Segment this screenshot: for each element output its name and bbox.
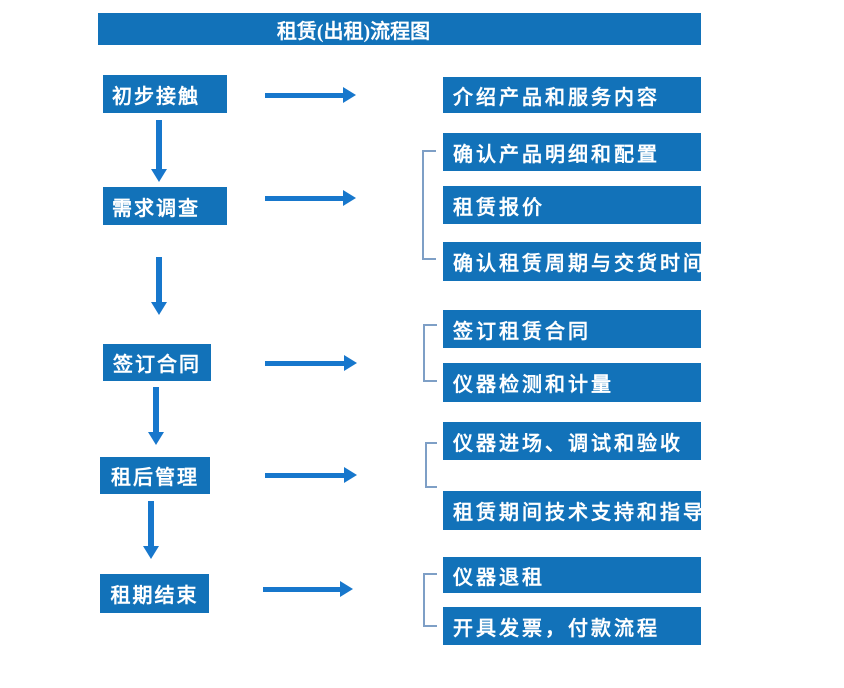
stage-label: 需求调查	[112, 197, 200, 220]
arrow-shaft	[265, 196, 343, 201]
stage-label: 签订合同	[113, 354, 201, 376]
output-box-rental-quotation: 租赁报价	[443, 186, 701, 224]
output-box-tech-support: 租赁期间技术支持和指导	[443, 491, 703, 530]
arrow-shaft	[156, 257, 162, 302]
stage-post-rental-management: 租后管理	[100, 457, 210, 494]
arrow-head	[344, 355, 357, 371]
arrow-head	[343, 190, 356, 206]
flowchart-title-bar: 租赁(出租)流程图	[98, 13, 701, 45]
arrow-shaft	[148, 501, 154, 546]
arrow-shaft	[265, 473, 344, 478]
output-label: 租赁报价	[453, 196, 545, 219]
output-label: 签订租赁合同	[453, 320, 591, 343]
arrow-shaft	[263, 587, 340, 592]
arrow-shaft	[265, 361, 344, 366]
output-label: 确认产品明细和配置	[453, 143, 660, 166]
output-box-instrument-inspection: 仪器检测和计量	[443, 363, 701, 402]
group-bracket	[423, 324, 437, 382]
output-label: 确认租赁周期与交货时间	[453, 253, 706, 275]
output-box-confirm-rental-period: 确认租赁周期与交货时间	[443, 242, 703, 281]
arrow-head	[151, 169, 167, 182]
flowchart-title: 租赁(出租)流程图	[276, 20, 431, 43]
output-label: 开具发票，付款流程	[453, 617, 660, 640]
group-bracket	[422, 150, 436, 260]
output-label: 仪器检测和计量	[453, 374, 614, 396]
output-label: 仪器进场、调试和验收	[453, 432, 683, 455]
output-box-introduce-products: 介绍产品和服务内容	[443, 77, 701, 113]
output-box-sign-rental-contract: 签订租赁合同	[443, 310, 701, 348]
arrow-shaft	[265, 93, 343, 98]
stage-label: 租后管理	[111, 467, 199, 489]
output-label: 介绍产品和服务内容	[453, 86, 660, 109]
arrow-head	[344, 467, 357, 483]
stage-initial-contact: 初步接触	[103, 75, 227, 113]
output-label: 租赁期间技术支持和指导	[453, 502, 706, 524]
stage-label: 租期结束	[110, 585, 199, 607]
arrow-head	[151, 302, 167, 315]
arrow-head	[343, 87, 356, 103]
stage-rental-end: 租期结束	[100, 574, 209, 613]
stage-demand-survey: 需求调查	[103, 187, 227, 225]
arrow-shaft	[156, 120, 162, 169]
arrow-head	[340, 581, 353, 597]
arrow-head	[143, 546, 159, 559]
output-label: 仪器退租	[453, 566, 545, 589]
output-box-instrument-setup-acceptance: 仪器进场、调试和验收	[443, 422, 701, 460]
arrow-head	[148, 432, 164, 445]
output-box-instrument-return: 仪器退租	[443, 557, 701, 593]
group-bracket	[423, 573, 437, 627]
output-box-confirm-product-details: 确认产品明细和配置	[443, 133, 701, 171]
arrow-shaft	[153, 387, 159, 432]
group-bracket	[425, 442, 437, 488]
output-box-invoice-payment: 开具发票，付款流程	[443, 607, 701, 645]
stage-sign-contract: 签订合同	[103, 344, 211, 381]
stage-label: 初步接触	[112, 85, 200, 108]
